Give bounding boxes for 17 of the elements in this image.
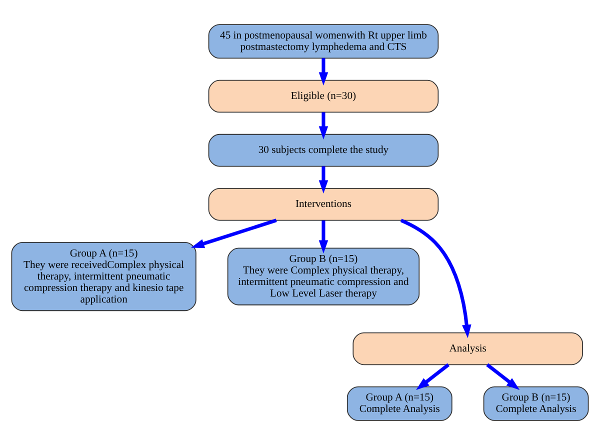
node-box: 45 in postmenopausal womenwith Rt upper limb postmastectomy lymphedema and CTS [208, 24, 439, 58]
arrow [318, 112, 328, 140]
node-box: Group B (n=15) Complete Analysis [483, 386, 589, 420]
node-box: Group B (n=15) They were Complex physical therapy, intermittent pneumatic compression and Low Level Laser therapy [227, 247, 420, 305]
node-box: Analysis [352, 332, 583, 365]
node-box: Eligible (n=30) [208, 79, 439, 112]
arrow [318, 58, 328, 86]
arrow [318, 220, 328, 254]
arrow [190, 218, 277, 248]
arrow [486, 362, 520, 390]
arrow [318, 166, 328, 194]
node-box: 30 subjects complete the study [208, 133, 439, 166]
node-box: Group A (n=15) Complete Analysis [346, 386, 452, 420]
node-box: Group A (n=15) They were receivedComplex physical therapy, intermittent pneumatic compression therapy and kinesio tape application [11, 241, 196, 311]
arrow [400, 218, 472, 338]
arrow [416, 362, 450, 390]
node-box: Interventions [208, 187, 439, 220]
